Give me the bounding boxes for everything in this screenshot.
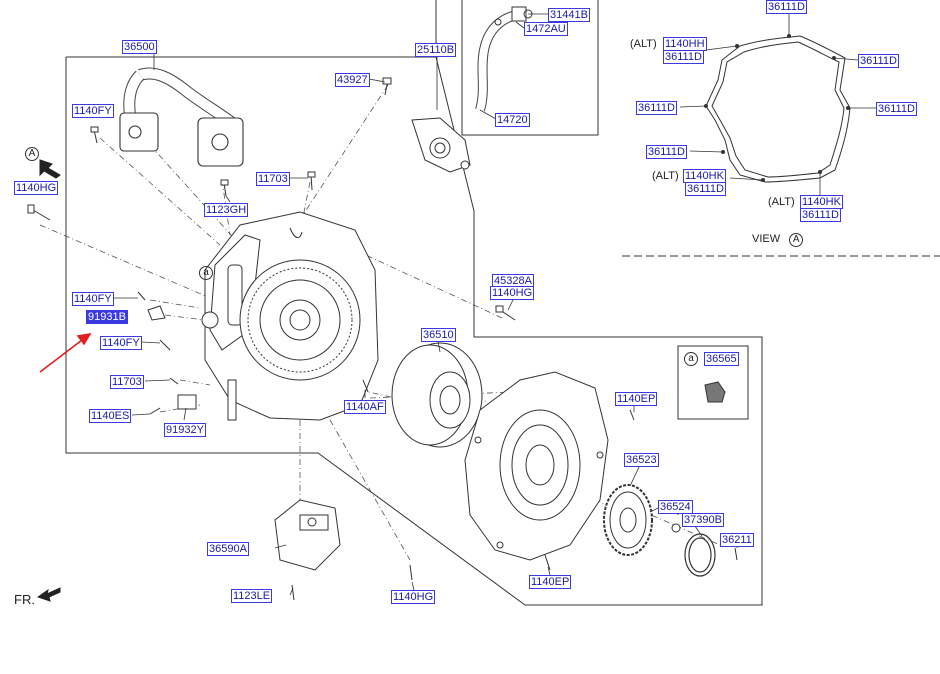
coolant-hose-25110B — [119, 67, 244, 167]
detail-box-a-marker: a — [684, 352, 698, 366]
rotor-36510 — [391, 342, 483, 448]
detail-box-a-circle: a — [684, 352, 698, 366]
rear-cover-plate — [464, 371, 609, 561]
view-label-1140HH[interactable]: 1140HH — [663, 37, 707, 51]
view-label-36111D-g[interactable]: 36111D — [800, 208, 841, 222]
front-label: FR. — [14, 592, 35, 607]
view-label-36111D-e[interactable]: 36111D — [646, 145, 687, 159]
view-a-circle: A — [789, 233, 804, 247]
highlight-pointer-arrow — [39, 332, 92, 373]
view-label-1140HK-b[interactable]: 1140HK — [800, 195, 843, 209]
alt-text-1: (ALT) — [630, 38, 657, 50]
gear-36523 — [603, 484, 653, 556]
part-label-43927[interactable]: 43927 — [335, 73, 370, 87]
view-label-36111D-d[interactable]: 36111D — [876, 102, 917, 116]
part-label-1140EP-bottom[interactable]: 1140EP — [529, 575, 572, 589]
detail-box-a — [677, 345, 749, 420]
motor-housing-36500 — [201, 211, 379, 421]
view-a-ref-circle: A — [25, 147, 39, 161]
sensor-36565 — [704, 381, 726, 403]
front-direction-arrow — [36, 587, 61, 602]
part-label-1123GH[interactable]: 1123GH — [204, 203, 249, 217]
part-label-1140HG-mid[interactable]: 1140HG — [490, 286, 535, 300]
part-label-31441B[interactable]: 31441B — [548, 8, 590, 22]
part-label-1140FY-top[interactable]: 1140FY — [72, 104, 114, 118]
part-label-37390B[interactable]: 37390B — [682, 513, 724, 527]
part-label-36523[interactable]: 36523 — [624, 453, 659, 467]
view-label-36111D-f[interactable]: 36111D — [685, 182, 726, 196]
part-label-11703-top[interactable]: 11703 — [256, 172, 290, 186]
sensor-91932Y — [177, 394, 197, 410]
bracket-91931B — [147, 305, 166, 321]
part-label-14720[interactable]: 14720 — [495, 113, 530, 127]
part-label-1140FY-mid[interactable]: 1140FY — [72, 292, 114, 306]
hose-14720 — [475, 6, 533, 112]
main-frame-outline — [65, 56, 763, 606]
part-label-1140FY-lower[interactable]: 1140FY — [100, 336, 142, 350]
view-label-1140HK-a[interactable]: 1140HK — [683, 169, 726, 183]
part-label-91931B[interactable]: 91931B — [86, 310, 128, 324]
part-label-11703-lower[interactable]: 11703 — [110, 375, 144, 389]
view-label-36111D-b[interactable]: 36111D — [858, 54, 899, 68]
part-label-1140HG-bottom[interactable]: 1140HG — [391, 590, 436, 604]
mount-bracket-36590A — [274, 499, 341, 571]
alt-text-2: (ALT) — [652, 170, 679, 182]
detail-a-circle: a — [199, 266, 213, 280]
part-label-1140HG-left[interactable]: 1140HG — [14, 181, 59, 195]
part-label-1140AF[interactable]: 1140AF — [344, 400, 386, 414]
part-label-1123LE[interactable]: 1123LE — [231, 589, 273, 603]
view-label-36111D-top[interactable]: 36111D — [766, 0, 807, 14]
snap-ring-37390B — [684, 533, 716, 577]
part-label-36510[interactable]: 36510 — [421, 328, 456, 342]
detail-a-marker: a — [199, 266, 213, 280]
part-label-1140ES[interactable]: 1140ES — [89, 409, 132, 423]
part-label-36590A[interactable]: 36590A — [207, 542, 249, 556]
alt-text-3: (ALT) — [768, 196, 795, 208]
part-label-36500[interactable]: 36500 — [122, 40, 157, 54]
view-label-36111D-c[interactable]: 36111D — [636, 101, 677, 115]
view-label-36111D-a[interactable]: 36111D — [663, 50, 704, 64]
view-word: VIEW — [752, 233, 781, 245]
part-label-91932Y[interactable]: 91932Y — [164, 423, 206, 437]
part-label-1140EP-right[interactable]: 1140EP — [615, 392, 658, 406]
water-pump-bracket — [382, 77, 471, 173]
part-label-1472AU[interactable]: 1472AU — [524, 22, 568, 36]
view-a-caption: VIEW A — [752, 233, 804, 247]
part-label-36211[interactable]: 36211 — [720, 533, 754, 547]
view-a-gasket — [705, 35, 851, 183]
view-a-ref-marker: A — [25, 147, 39, 161]
view-a-arrow — [39, 159, 61, 179]
part-label-36565[interactable]: 36565 — [704, 352, 739, 366]
part-label-36524[interactable]: 36524 — [658, 500, 693, 514]
part-label-25110B[interactable]: 25110B — [415, 43, 457, 57]
